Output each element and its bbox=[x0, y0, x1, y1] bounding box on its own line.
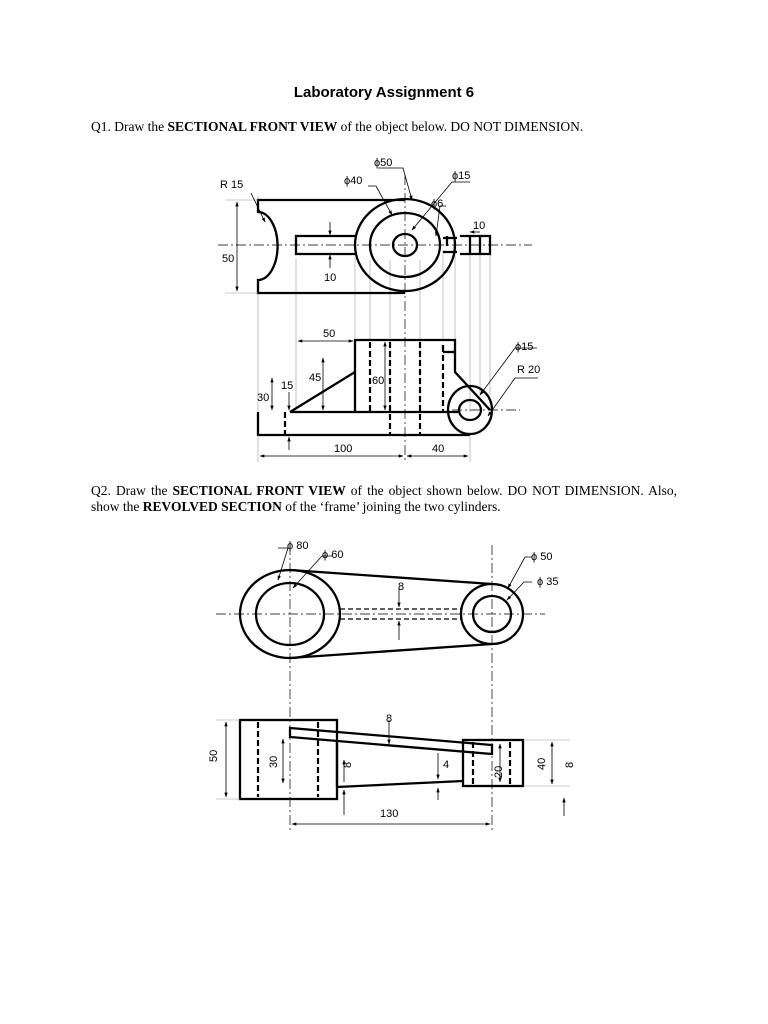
q1-r15-leader bbox=[250, 192, 266, 223]
q2-bold-1: SECTIONAL FRONT VIEW bbox=[172, 483, 346, 498]
q1-d6-leader bbox=[434, 205, 446, 237]
q2-front-view bbox=[216, 718, 570, 826]
q1-label-d40: ϕ40 bbox=[344, 175, 362, 187]
q1-pre: Draw the bbox=[114, 119, 165, 134]
q1-label-d6: ϕ6 bbox=[431, 198, 443, 210]
q1-d40-leader bbox=[368, 185, 393, 216]
q1-label-d50: ϕ50 bbox=[374, 157, 392, 169]
q1-number: Q1. bbox=[91, 119, 111, 134]
q2-frame-arm bbox=[288, 726, 494, 756]
q2-bold-2: REVOLVED SECTION bbox=[142, 499, 282, 514]
q2-label-h30: 30 bbox=[268, 756, 280, 768]
q2-d35-leader bbox=[506, 581, 532, 601]
q1-top-view bbox=[218, 167, 532, 462]
q1-label-slot10: 10 bbox=[324, 272, 336, 284]
q2-left-cylinder-inner bbox=[254, 581, 326, 647]
q1-r20-leader bbox=[487, 377, 538, 417]
q2-label-d35: ϕ 35 bbox=[537, 576, 558, 588]
q2-right-cylinder-inner bbox=[471, 594, 513, 634]
q1-label-w10: 10 bbox=[473, 220, 485, 232]
q2-label-h4: 4 bbox=[443, 759, 449, 771]
q1-d15-front-leader bbox=[479, 347, 537, 396]
q1-right-lug bbox=[443, 234, 492, 256]
q1-label-r20: R 20 bbox=[517, 364, 540, 376]
q2-dimension-labels: ϕ 80 ϕ 60 ϕ 50 ϕ 35 8 8 50 30 8 4 20 40 … bbox=[208, 540, 576, 820]
q2-d60-leader bbox=[292, 555, 332, 589]
q2-label-t8-top: 8 bbox=[398, 581, 404, 593]
page-title: Laboratory Assignment 6 bbox=[293, 84, 475, 101]
q1-d50-leader bbox=[378, 167, 413, 201]
q2-frame-top-edge bbox=[289, 568, 493, 586]
q1-rib bbox=[289, 371, 356, 413]
q1-dimension-labels: R 15 ϕ50 ϕ40 ϕ15 ϕ6 10 50 10 50 45 60 15… bbox=[220, 157, 540, 455]
q2-post: of the ‘frame’ joining the two cylinders… bbox=[285, 499, 501, 514]
q2-d80-leader bbox=[277, 547, 289, 581]
q2-label-h50: 50 bbox=[208, 750, 220, 762]
q1-label-r15: R 15 bbox=[220, 179, 243, 191]
q2-label-h8-right: 8 bbox=[564, 762, 576, 768]
q2-d50-leader bbox=[507, 556, 532, 589]
q1-boss-outer-circle bbox=[353, 197, 457, 293]
q1-boss-middle-circle bbox=[368, 211, 442, 279]
question-1: Q1. Draw the SECTIONAL FRONT VIEW of the… bbox=[91, 119, 677, 135]
q1-block bbox=[353, 338, 491, 412]
q2-top-view bbox=[216, 545, 545, 830]
q1-post: of the object below. DO NOT DIMENSION. bbox=[340, 119, 584, 134]
q1-boss-hole bbox=[391, 232, 419, 258]
q1-label-w100: 100 bbox=[334, 443, 352, 455]
q2-label-d80: ϕ 80 bbox=[287, 540, 308, 552]
q1-label-h15: 15 bbox=[281, 380, 293, 392]
q2-label-h40: 40 bbox=[536, 758, 548, 770]
q1-label-d15: ϕ15 bbox=[452, 170, 470, 182]
q2-label-d60: ϕ 60 bbox=[322, 549, 343, 561]
q1-d15-leader bbox=[411, 181, 470, 231]
q1-label-w50: 50 bbox=[323, 328, 335, 340]
q2-frame-bottom-edge bbox=[289, 642, 493, 660]
q1-slot bbox=[294, 234, 355, 256]
q1-label-h50: 50 bbox=[222, 253, 234, 265]
q2-frame-base-line bbox=[336, 779, 464, 789]
question-2: Q2. Draw the SECTIONAL FRONT VIEW of the… bbox=[91, 483, 677, 515]
q1-bold: SECTIONAL FRONT VIEW bbox=[167, 119, 338, 134]
q1-base bbox=[256, 412, 470, 437]
q2-label-d50: ϕ 50 bbox=[531, 551, 552, 563]
q2-mid: of the object shown below. DO NOT DIMENS… bbox=[91, 483, 677, 514]
q2-label-w130: 130 bbox=[380, 808, 398, 820]
q1-label-w40: 40 bbox=[432, 443, 444, 455]
q1-label-h45: 45 bbox=[309, 372, 321, 384]
q1-top-outline bbox=[256, 198, 405, 295]
q2-number: Q2. bbox=[91, 483, 111, 498]
q2-pre: Draw the bbox=[115, 483, 168, 498]
q2-label-t8-front: 8 bbox=[386, 713, 392, 725]
q1-label-d15-front: ϕ15 bbox=[515, 341, 533, 353]
q2-label-h20: 20 bbox=[493, 766, 505, 778]
q1-label-h60: 60 bbox=[372, 375, 384, 387]
q2-label-h8-left: 8 bbox=[342, 762, 354, 768]
q1-lug-hole bbox=[457, 398, 483, 422]
q2-right-cylinder-front bbox=[461, 738, 525, 788]
q1-label-h30: 30 bbox=[257, 392, 269, 404]
q1-front-view bbox=[256, 338, 538, 462]
